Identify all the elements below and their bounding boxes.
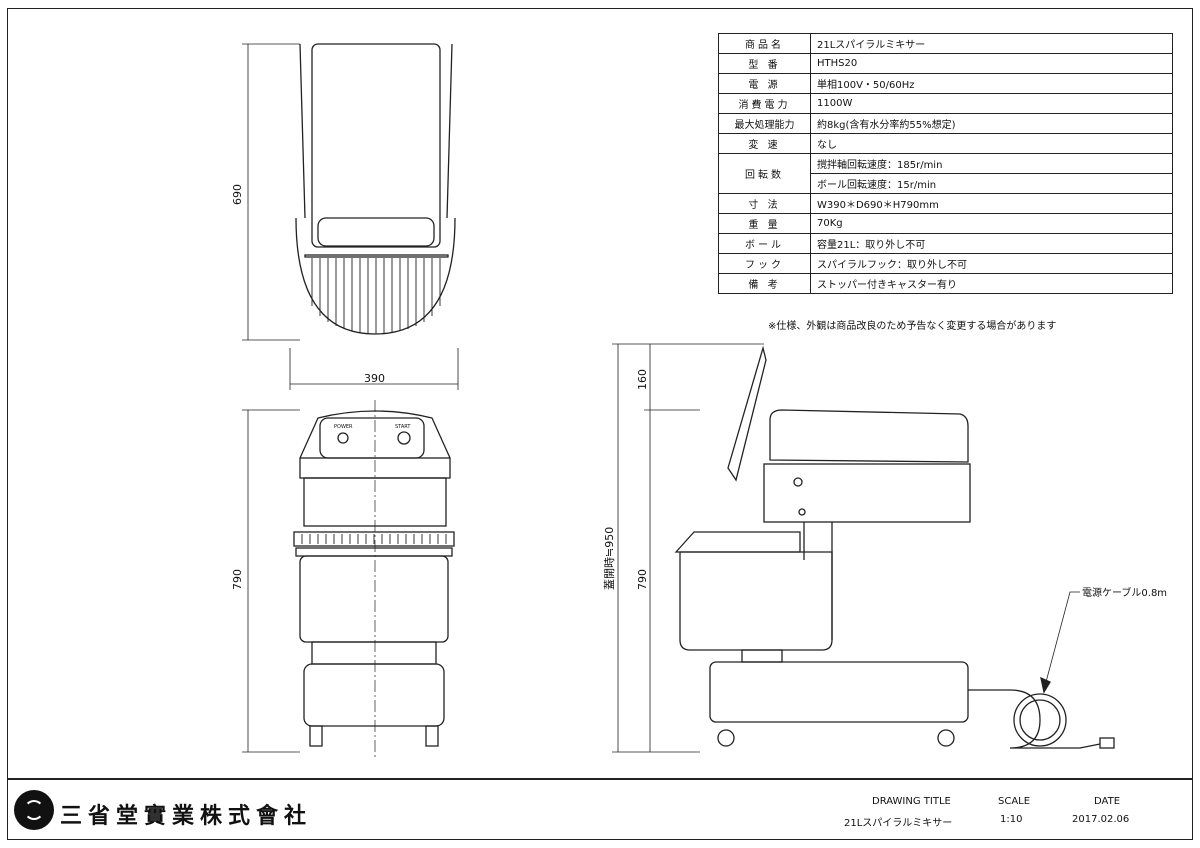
top-view-ribs — [311, 258, 441, 334]
front-base — [303, 663, 445, 727]
front-view — [242, 400, 455, 760]
drawing-title-header: DRAWING TITLE — [872, 796, 951, 807]
dim-line-950 — [612, 343, 764, 753]
side-view — [612, 343, 1115, 753]
dim-line-390 — [289, 348, 459, 390]
scale-header: SCALE — [998, 796, 1031, 807]
dim-790-side: 790 — [636, 569, 649, 590]
top-view — [242, 43, 459, 390]
top-view-lid — [311, 43, 441, 248]
drawing-frame — [7, 8, 1193, 840]
side-head — [769, 409, 969, 463]
bowl-rim-ribs — [301, 534, 447, 544]
company-logo — [14, 790, 54, 830]
open-lid — [727, 345, 767, 482]
side-bowl — [679, 551, 833, 651]
side-arm — [763, 463, 971, 523]
date-value: 2017.02.06 — [1072, 814, 1130, 825]
company-name: 三省堂實業株式會社 — [60, 803, 313, 829]
top-view-panel — [317, 217, 435, 247]
start-knob — [397, 431, 411, 445]
table-row: 電 源単相100V・50/60Hz — [718, 73, 1173, 94]
dim-390: 390 — [364, 372, 385, 385]
caster-front — [717, 729, 735, 747]
power-knob — [337, 432, 349, 444]
top-view-frame — [299, 43, 453, 219]
dim-790-front: 790 — [231, 569, 244, 590]
side-base — [709, 661, 969, 723]
start-label: START — [395, 424, 411, 430]
front-bowl — [299, 555, 449, 643]
cable-label: 電源ケーブル0.8m — [1082, 588, 1168, 599]
top-view-bowl — [295, 217, 456, 335]
cable-leader — [1045, 591, 1080, 683]
dim-950: 蓋開時≒950 — [603, 526, 616, 590]
dim-line-690 — [242, 43, 300, 341]
spec-note: ※仕様、外観は商品改良のため予告なく変更する場合があります — [768, 321, 1057, 332]
power-cable — [968, 689, 1101, 749]
dim-line-790-front — [242, 409, 300, 753]
date-header: DATE — [1094, 796, 1121, 807]
caster-rear — [937, 729, 955, 747]
dim-line-790-side — [644, 344, 700, 752]
dim-690: 690 — [231, 184, 244, 205]
spec-value: ストッパー付きキャスター有り — [810, 273, 1173, 294]
power-label: POWER — [334, 424, 353, 430]
spec-label: 回転数 — [718, 153, 811, 194]
table-row: 備 考ストッパー付きキャスター有り — [718, 273, 1173, 294]
drawing-title: 21Lスパイラルミキサー — [844, 818, 953, 829]
dim-160: 160 — [636, 369, 649, 390]
bowl-rim — [674, 531, 801, 553]
title-block-divider — [7, 778, 1193, 780]
scale-value: 1:10 — [1000, 814, 1023, 825]
